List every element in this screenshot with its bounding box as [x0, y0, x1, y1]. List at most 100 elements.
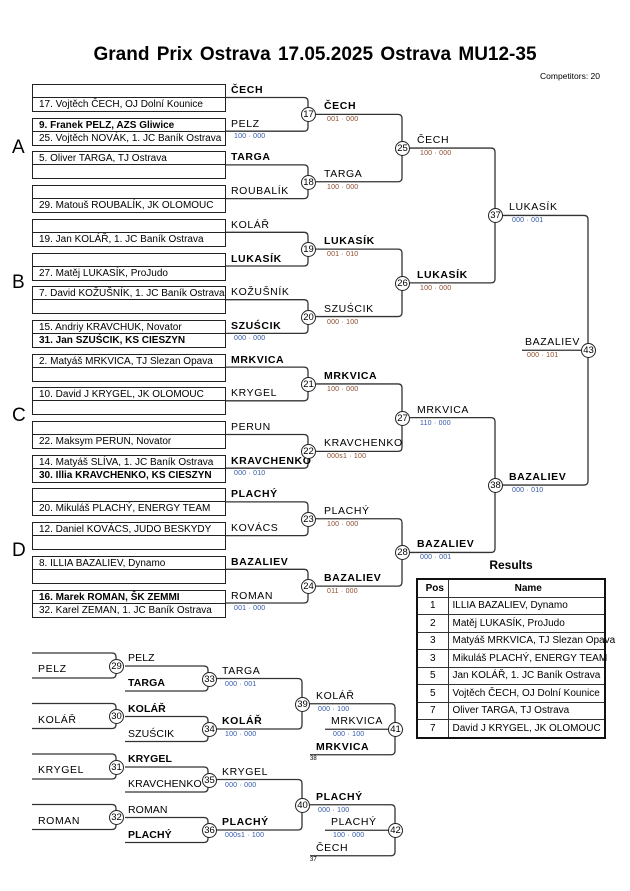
winner-label: KOLÁŘ — [222, 715, 263, 727]
match-number: 41 — [388, 722, 403, 738]
competitor-top — [33, 220, 225, 233]
match-bracket — [410, 417, 496, 554]
winner-label: LUKASÍK — [509, 201, 558, 214]
winner-label: MRKVICA — [417, 403, 470, 416]
results-header-pos: Pos — [416, 578, 449, 598]
result-name: Matyáš MRKVICA, TJ Slezan Opava — [447, 631, 615, 650]
winner-label: ČECH — [417, 134, 450, 147]
winner-label: KOLÁŘ — [316, 689, 355, 702]
repechage-competitor: KOLÁŘ — [128, 702, 166, 715]
competitor-label: LUKASÍK — [231, 252, 282, 265]
results-header-row: Pos Name — [416, 578, 606, 598]
competitor-top: 14. Matyáš SLÍVA, 1. JC Baník Ostrava — [33, 456, 225, 469]
competitor-label: BAZALIEV — [231, 555, 289, 568]
competitor-box: 17. Vojtěch ČECH, OJ Dolní Kounice — [32, 84, 226, 112]
winner-label: TARGA — [222, 664, 261, 677]
competitor-box: 7. David KOŽUŠNÍK, 1. JC Baník Ostrava — [32, 286, 226, 315]
repechage-entrant: ROMAN — [38, 814, 81, 827]
match-score: 000 · 100 — [327, 318, 359, 326]
competitor-label: ROMAN — [231, 589, 274, 602]
winner-label: PLACHÝ — [316, 790, 363, 803]
match-number: 23 — [301, 511, 316, 527]
competitor-bottom: 22. Maksym PERUN, Novator — [39, 436, 172, 447]
match-number: 20 — [301, 309, 316, 325]
match-bracket — [410, 147, 496, 284]
match-number: 27 — [395, 410, 410, 426]
competitor-box: 22. Maksym PERUN, Novator — [32, 421, 226, 449]
competitor-top: 9. Franek PELZ, AZS Gliwice — [33, 119, 225, 132]
page-title: Grand Prix Ostrava 17.05.2025 Ostrava MU… — [93, 44, 537, 65]
match-number: 18 — [301, 174, 316, 190]
competitor-label: MRKVICA — [231, 353, 285, 366]
pool-letter-A: A — [12, 137, 25, 158]
match-number: 42 — [388, 823, 403, 839]
match-number: 32 — [109, 810, 124, 825]
competitor-top — [33, 85, 225, 98]
winner-label: MRKVICA — [324, 369, 378, 382]
competitor-top — [33, 422, 225, 435]
result-position: 3 — [416, 631, 449, 650]
result-name: Mikuláš PLACHÝ, ENERGY TEAM — [447, 649, 607, 668]
competitor-label: TARGA — [231, 151, 271, 164]
match-number: 31 — [109, 759, 124, 775]
result-position: 2 — [416, 614, 449, 633]
competitor-box: 27. Matěj LUKASÍK, ProJudo — [32, 252, 226, 281]
result-position: 7 — [416, 701, 449, 720]
result-name: David J KRYGEL, JK OLOMOUC — [447, 719, 606, 738]
competitor-top: 7. David KOŽUŠNÍK, 1. JC Baník Ostrava — [33, 287, 225, 301]
competitor-top: 5. Oliver TARGA, TJ Ostrava — [33, 152, 225, 166]
match-number: 30 — [109, 709, 124, 724]
match-score: 000 · 000 — [225, 781, 257, 789]
match-score: 000 · 100 — [333, 731, 365, 739]
competitor-label: KOLÁŘ — [231, 218, 270, 231]
competitor-bottom — [33, 368, 225, 381]
competitor-label: ROUBALÍK — [231, 185, 289, 198]
competitor-label: KRAVCHENKO — [231, 454, 312, 467]
competitor-top — [33, 254, 225, 267]
match-score: 000 · 001 — [420, 554, 452, 562]
match-number: 22 — [301, 444, 316, 460]
result-position: 1 — [416, 596, 449, 615]
match-score: 100 · 000 — [327, 183, 359, 191]
competitor-label: KOVÁCS — [231, 522, 279, 535]
competitor-box: 5. Oliver TARGA, TJ Ostrava — [32, 151, 226, 180]
competitor-bottom: 27. Matěj LUKASÍK, ProJudo — [39, 267, 168, 279]
match-score: 100 · 000 — [333, 832, 365, 840]
match-score: 100 · 000 — [327, 520, 359, 528]
match-score: 100 · 000 — [327, 385, 359, 393]
winner-label: KRYGEL — [222, 765, 269, 778]
competitor-bottom: 31. Jan SZUŚCIK, KS CIESZYN — [39, 334, 186, 346]
competitor-bottom — [33, 401, 225, 414]
winner-label: BAZALIEV — [509, 471, 567, 484]
match-score: 001 · 000 — [327, 116, 359, 124]
match-score: 100 · 000 — [420, 284, 452, 292]
match-number: 37 — [488, 208, 503, 224]
competitor-box: 20. Mikuláš PLACHÝ, ENERGY TEAM — [32, 488, 226, 517]
match-score: 000 · 100 — [318, 705, 350, 713]
result-position: 7 — [416, 719, 449, 738]
match-number: 35 — [202, 772, 217, 788]
winner-label: LUKASÍK — [417, 268, 468, 281]
results-title: Results — [489, 558, 533, 572]
winner-label: BAZALIEV — [417, 538, 475, 551]
pool-letter-C: C — [12, 405, 26, 426]
competitor-bottom: 30. Illia KRAVCHENKO, KS CIESZYN — [39, 469, 212, 481]
competitor-top: 8. ILLIA BAZALIEV, Dynamo — [33, 557, 225, 570]
match-score: 001 · 010 — [327, 251, 359, 259]
result-name: ILLIA BAZALIEV, Dynamo — [447, 596, 606, 615]
match-score: 000 · 010 — [234, 470, 266, 478]
competitor-box: 8. ILLIA BAZALIEV, Dynamo — [32, 555, 226, 584]
match-number: 34 — [202, 722, 217, 737]
winner-label: PLACHÝ — [222, 816, 269, 828]
winner-label: PLACHÝ — [324, 504, 370, 517]
repechage-entrant: PELZ — [38, 663, 67, 675]
match-number: 17 — [301, 107, 316, 123]
result-position: 5 — [416, 666, 449, 685]
source-match-number: 38 — [310, 755, 317, 762]
result-name: Jan KOLÁŘ, 1. JC Baník Ostrava — [447, 666, 606, 685]
match-score: 100 · 000 — [420, 150, 452, 158]
